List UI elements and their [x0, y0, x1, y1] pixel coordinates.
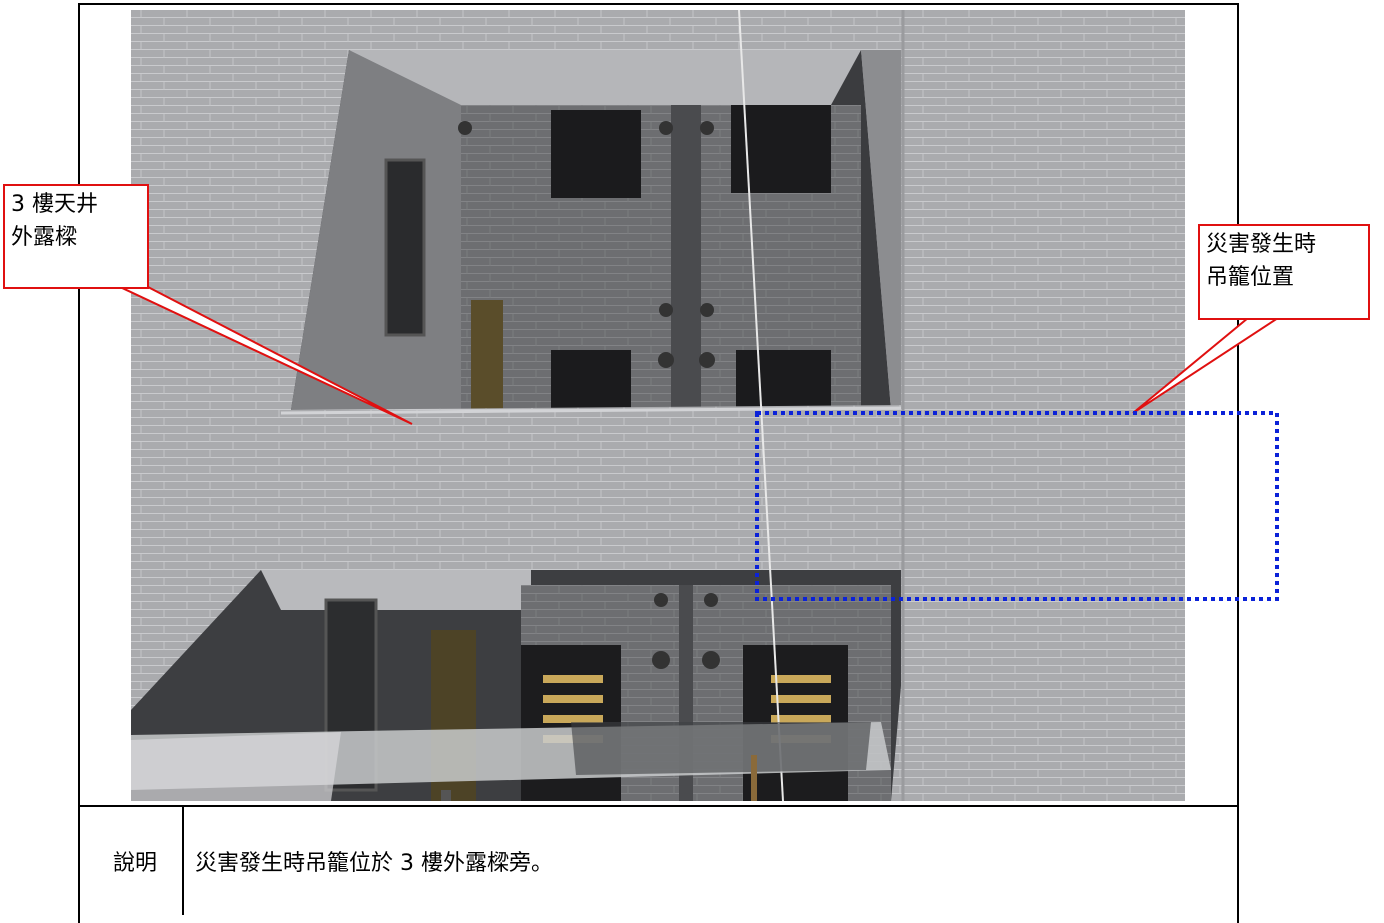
table-column-divider [182, 805, 184, 915]
building-photo-drawing [131, 10, 1185, 801]
table-row-divider [78, 805, 1239, 807]
callout-gondola-position: 災害發生時 吊籠位置 [1198, 224, 1370, 320]
callout-atrium-beam: 3 樓天井 外露樑 [3, 184, 149, 289]
table-caption-cell: 災害發生時吊籠位於 3 樓外露樑旁。 [195, 851, 553, 876]
building-photo [131, 10, 1185, 801]
table-label-cell: 說明 [112, 851, 157, 876]
